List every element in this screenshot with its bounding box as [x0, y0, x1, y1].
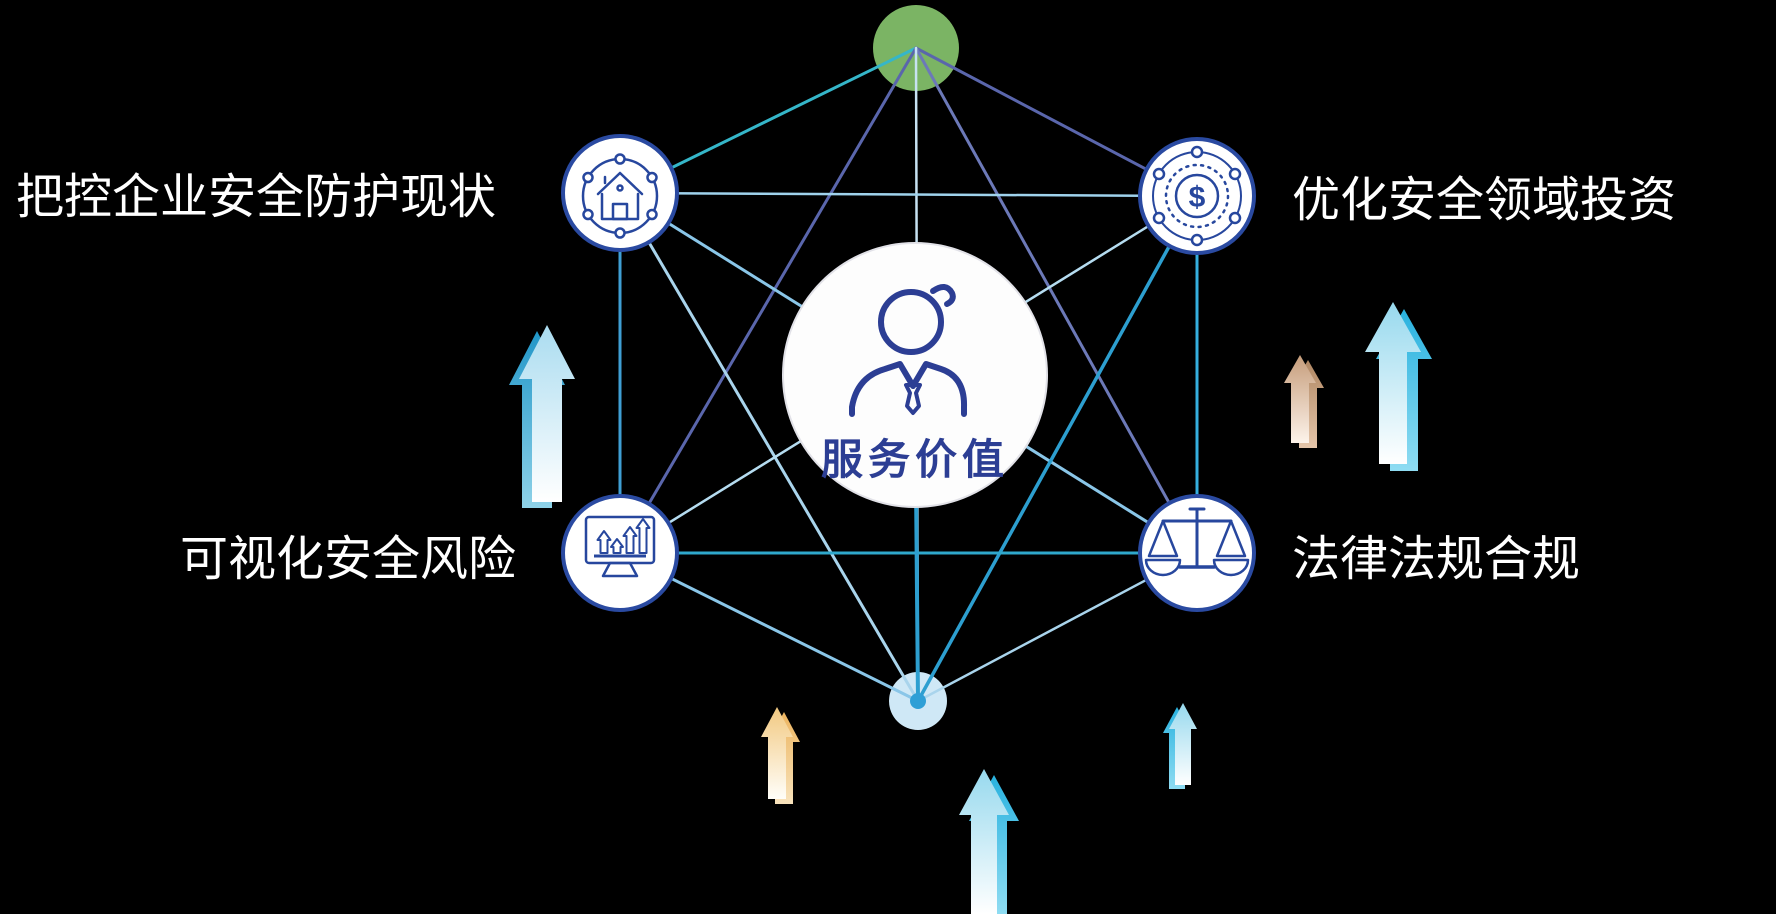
house-network-icon [581, 153, 659, 239]
scales-icon [1144, 507, 1250, 577]
center-circle [782, 242, 1048, 508]
growth-arrow-left [509, 325, 575, 508]
top-left-node [561, 134, 679, 252]
growth-arrow-right-large [1365, 302, 1432, 471]
business-person-icon [849, 284, 968, 417]
growth-arrow-bottom-small [1163, 703, 1197, 789]
growth-arrow-tan [1284, 355, 1324, 448]
label-bottom-left: 可视化安全风险 [180, 533, 517, 586]
label-top-left: 把控企业安全防护现状 [16, 171, 497, 224]
dollar-network-icon: $ [1152, 145, 1242, 247]
label-top-right: 优化安全领域投资 [1292, 174, 1677, 227]
monitor-chart-icon [584, 515, 656, 578]
bottom-right-node [1138, 494, 1256, 612]
growth-arrow-yellow [761, 707, 800, 804]
label-bottom-right: 法律法规合规 [1292, 533, 1581, 586]
bottom-node-dot [910, 693, 926, 709]
bottom-left-node [561, 494, 679, 612]
dollar-symbol: $ [1189, 181, 1206, 214]
growth-arrow-bottom-large [959, 769, 1019, 914]
center-label: 服务价值 [820, 436, 1009, 483]
top-right-node: $ [1138, 137, 1256, 255]
